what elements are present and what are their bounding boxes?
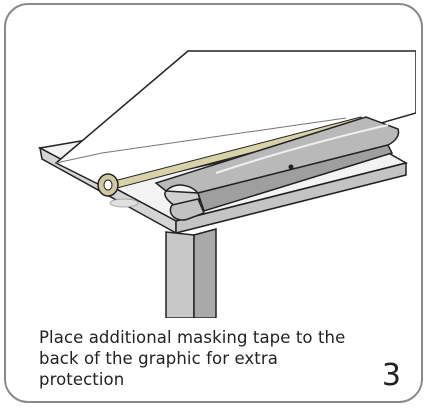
table-reflection	[109, 198, 139, 208]
graphic-fold-line	[55, 117, 347, 164]
step-number: 3	[381, 358, 401, 393]
table-leg-side	[193, 228, 217, 318]
instruction-card: Place additional masking tape to the bac…	[4, 3, 423, 403]
banner-stand-base	[154, 116, 400, 221]
table-edge-side	[175, 162, 407, 234]
table-leg	[165, 231, 195, 318]
banner-on-table-illustration	[37, 50, 416, 318]
instruction-caption: Place additional masking tape to the bac…	[39, 328, 346, 389]
masking-tape-roll-icon	[97, 173, 119, 197]
